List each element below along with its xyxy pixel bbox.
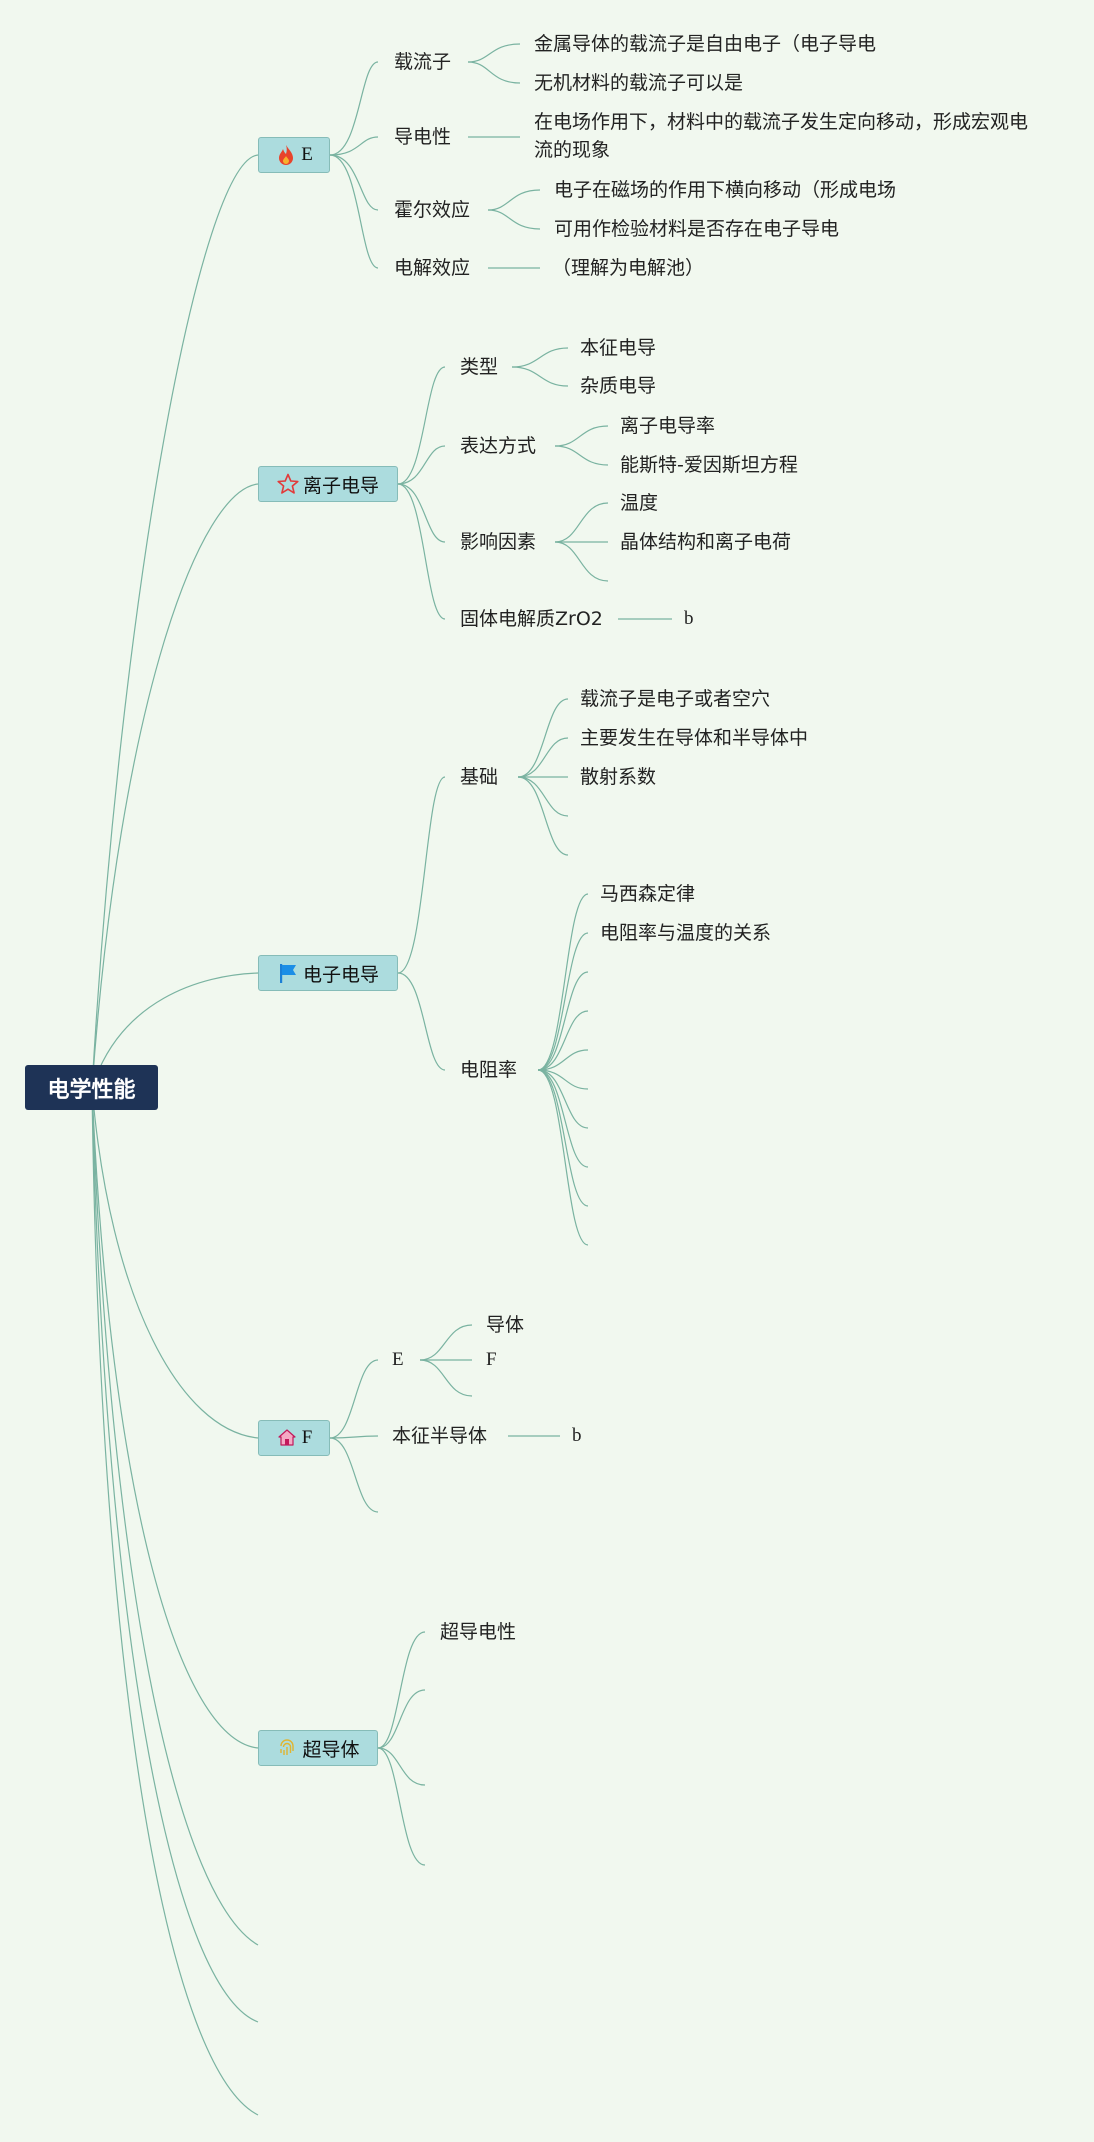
topic-e[interactable]: E	[258, 137, 330, 173]
conductivity-node[interactable]: 导电性	[394, 126, 452, 148]
carrier-item-inorganic[interactable]: 无机材料的载流子可以是	[534, 72, 744, 94]
basics-scattering[interactable]: 散射系数	[580, 766, 657, 788]
expression-conductivity[interactable]: 离子电导率	[620, 415, 716, 437]
topic-e-label: E	[301, 144, 313, 165]
conductivity-text[interactable]: 在电场作用下，材料中的载流子发生定向移动，形成宏观电流的现象	[534, 111, 1029, 161]
expression-nernst-einstein[interactable]: 能斯特-爱因斯坦方程	[620, 454, 798, 476]
topic-electronic-label: 电子电导	[302, 963, 379, 986]
topic-ionic-label: 离子电导	[302, 474, 379, 497]
home-icon	[276, 1427, 298, 1449]
expression-node[interactable]: 表达方式	[460, 435, 537, 457]
root-topic[interactable]: 电学性能	[25, 1065, 158, 1110]
f-e-conductor[interactable]: 导体	[486, 1314, 525, 1336]
basics-node[interactable]: 基础	[460, 766, 499, 788]
f-e-f[interactable]: F	[486, 1349, 497, 1370]
topic-ionic-conduction[interactable]: 离子电导	[258, 466, 398, 502]
superconductivity-node[interactable]: 超导电性	[440, 1621, 517, 1643]
solid-electrolyte-child[interactable]: b	[684, 608, 694, 629]
resistivity-temperature[interactable]: 电阻率与温度的关系	[600, 922, 772, 944]
carrier-node[interactable]: 载流子	[394, 51, 452, 73]
fingerprint-icon	[276, 1737, 298, 1759]
types-intrinsic[interactable]: 本征电导	[580, 337, 657, 359]
types-impurity[interactable]: 杂质电导	[580, 375, 657, 397]
factors-crystal[interactable]: 晶体结构和离子电荷	[620, 531, 792, 553]
electrolysis-text[interactable]: （理解为电解池）	[552, 257, 705, 279]
fire-icon	[275, 144, 297, 166]
hall-effect-node[interactable]: 霍尔效应	[394, 199, 471, 221]
hall-item-1[interactable]: 电子在磁场的作用下横向移动（形成电场	[554, 179, 897, 201]
topic-electronic-conduction[interactable]: 电子电导	[258, 955, 398, 991]
basics-carrier[interactable]: 载流子是电子或者空穴	[580, 688, 771, 710]
factors-temperature[interactable]: 温度	[620, 492, 659, 514]
f-e-node[interactable]: E	[392, 1349, 404, 1370]
intrinsic-semiconductor-child[interactable]: b	[572, 1425, 582, 1446]
star-icon	[277, 473, 299, 495]
types-node[interactable]: 类型	[460, 356, 499, 378]
topic-superconductor[interactable]: 超导体	[258, 1730, 378, 1766]
intrinsic-semiconductor-node[interactable]: 本征半导体	[392, 1425, 488, 1447]
hall-item-2[interactable]: 可用作检验材料是否存在电子导电	[554, 218, 840, 240]
topic-f[interactable]: F	[258, 1420, 330, 1456]
topic-superconductor-label: 超导体	[302, 1738, 360, 1761]
flag-icon	[277, 962, 299, 984]
basics-location[interactable]: 主要发生在导体和半导体中	[580, 727, 809, 749]
solid-electrolyte-node[interactable]: 固体电解质ZrO2	[460, 607, 603, 631]
resistivity-node[interactable]: 电阻率	[460, 1059, 518, 1081]
solid-electrolyte-label: 固体电解质ZrO2	[460, 608, 603, 630]
topic-f-label: F	[301, 1427, 313, 1448]
electrolysis-node[interactable]: 电解效应	[394, 257, 471, 279]
carrier-item-metal[interactable]: 金属导体的载流子是自由电子（电子导电	[534, 33, 877, 55]
factors-node[interactable]: 影响因素	[460, 531, 537, 553]
resistivity-matthiessen[interactable]: 马西森定律	[600, 883, 696, 905]
